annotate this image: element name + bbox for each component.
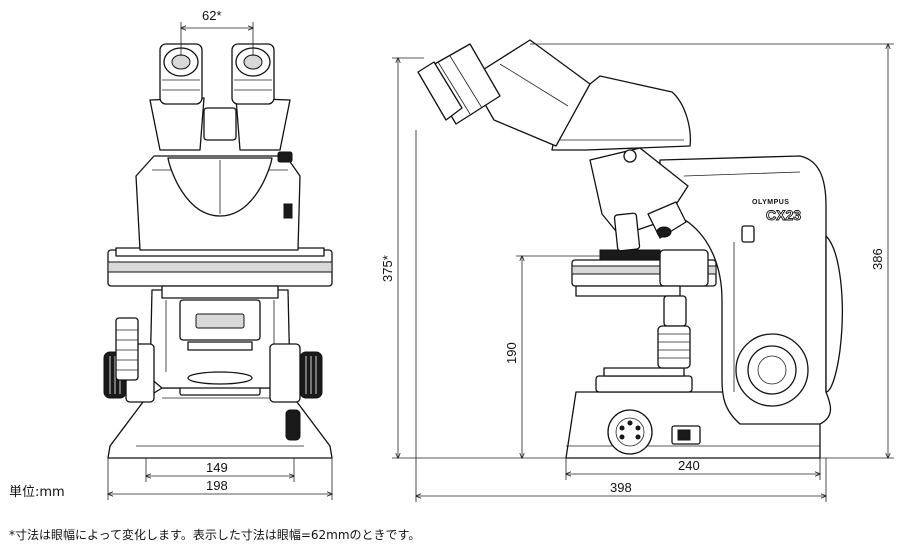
front-focus-knob-right [269, 343, 323, 441]
side-stage [571, 249, 717, 297]
model-label: CX23 [766, 207, 801, 223]
dim-label-149: 149 [206, 460, 228, 475]
front-dim-149: 149 [146, 458, 294, 482]
light-intensity-dial [607, 409, 653, 455]
side-dim-375: 375* [380, 58, 566, 458]
side-dim-240: 240 [566, 458, 820, 480]
front-dim-198: 198 [108, 458, 332, 500]
front-dim-eyepiece-distance: 62* [181, 8, 253, 56]
front-focus-knob-left [103, 317, 155, 403]
footnote: *寸法は眼幅によって変化します。表示した寸法は眼幅=62mmのときです。 [9, 528, 421, 542]
side-eyepiece-tube [417, 39, 591, 147]
dim-label-398: 398 [610, 480, 632, 495]
side-dim-386: 386 [530, 44, 894, 458]
side-dim-190: 190 [504, 256, 600, 458]
dim-label-62: 62* [202, 8, 222, 23]
brand-label: OLYMPUS [752, 199, 789, 206]
front-eyepiece-right [231, 43, 275, 105]
front-eyepiece-left [159, 43, 203, 105]
side-focus-knob [735, 333, 809, 407]
front-view: 62* 149 198 [103, 8, 333, 500]
side-view: OLYMPUS CX23 375* 386 190 240 [380, 39, 894, 502]
side-stage-knob [657, 295, 691, 369]
dim-label-198: 198 [206, 478, 228, 493]
dim-label-375: 375* [380, 255, 395, 282]
dim-label-240: 240 [678, 458, 700, 473]
power-switch-icon [677, 429, 691, 441]
dim-label-190: 190 [504, 342, 519, 364]
unit-label: 単位:mm [9, 485, 65, 500]
dim-label-386: 386 [870, 248, 885, 270]
side-dim-398: 398 [416, 130, 826, 502]
